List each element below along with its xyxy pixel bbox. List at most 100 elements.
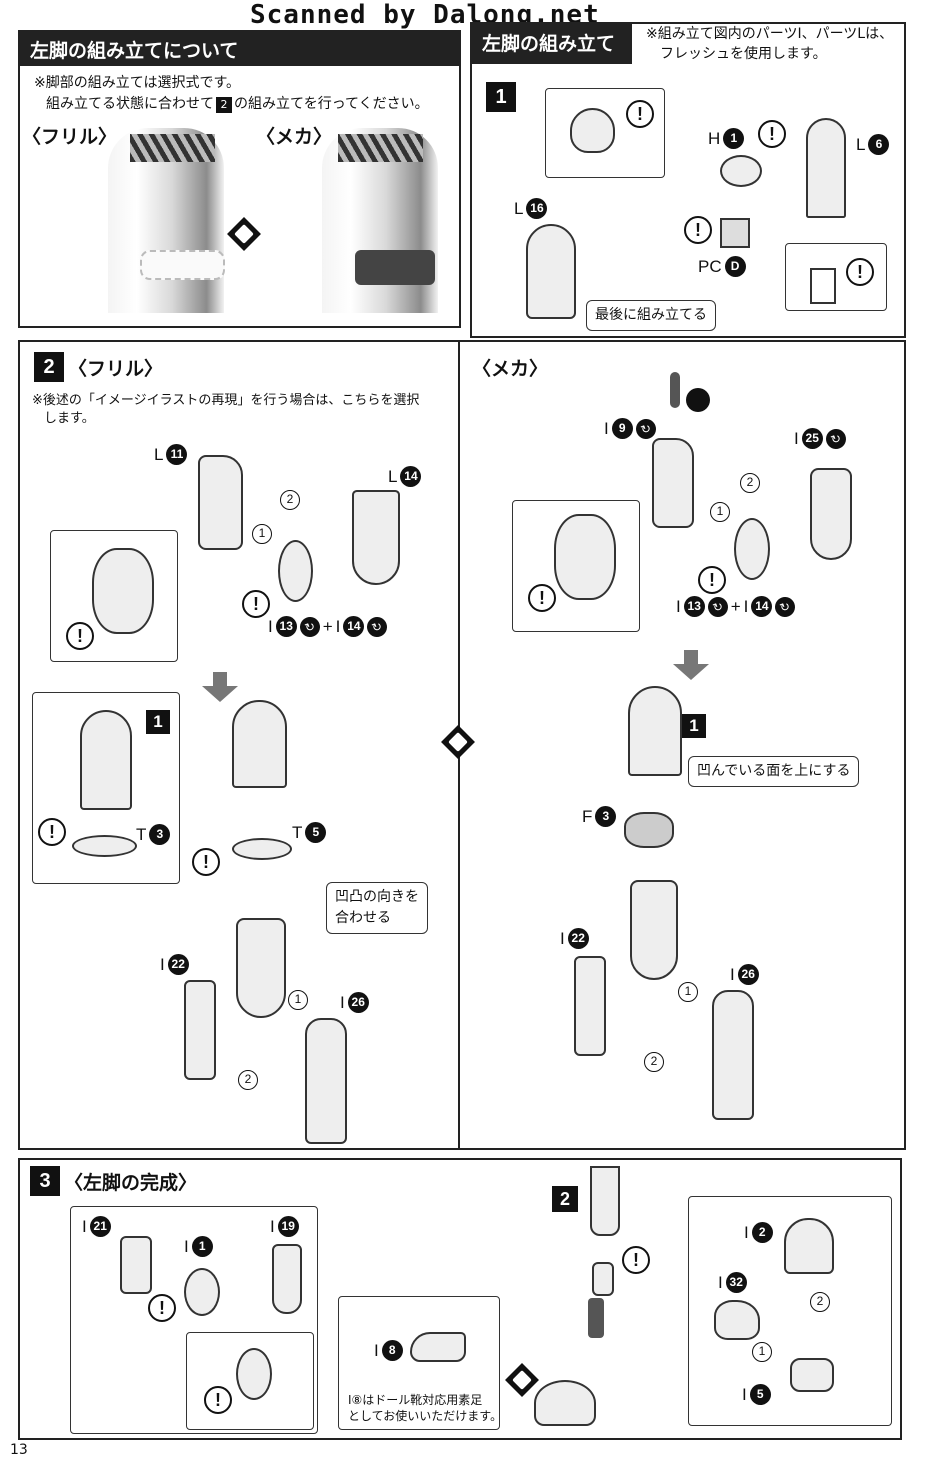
leg-assembly-note-1: ※組み立て図内のパーツI、パーツLは、 (646, 26, 894, 42)
part-t3-detail (72, 835, 137, 857)
step-2-frill-note-2: します。 (44, 411, 95, 426)
flow-arrow-down-icon (202, 686, 238, 702)
pin-detail-icon (686, 388, 710, 412)
warning-icon: ! (148, 1294, 176, 1322)
frill-sock-top (232, 700, 287, 788)
leg-option-header: 左脚の組み立てについて (20, 32, 459, 66)
barefoot-inset (338, 1296, 500, 1430)
frill-sock-detail (80, 710, 132, 810)
flow-arrow-stem (213, 672, 227, 686)
warning-icon: ! (758, 120, 786, 148)
part-l16 (526, 224, 576, 319)
warning-icon: ! (242, 590, 270, 618)
cw-icon: ↻ (632, 415, 659, 442)
recessed-side-up-callout: 凹んでいる面を上にする (688, 756, 860, 787)
barefoot-note-2: としてお使いいただけます。 (348, 1409, 503, 1423)
cw-icon: ↻ (364, 613, 391, 640)
barefoot-note-1: I⑧はドール靴対応用素足 (348, 1393, 483, 1407)
option-mecha-label: 〈メカ〉 (256, 126, 333, 148)
part-i19 (272, 1244, 302, 1314)
part-l6 (806, 118, 846, 218)
mecha-joint-detail (554, 514, 616, 600)
warning-icon: ! (698, 566, 726, 594)
mecha-band (355, 250, 435, 285)
warning-icon: ! (38, 818, 66, 846)
step-2-frill-note-1: ※後述の「イメージイラストの再現」を行う場合は、こちらを選択 (32, 393, 420, 408)
leg-assembly-shin (590, 1166, 620, 1236)
order-1-marker: 1 (252, 524, 272, 544)
option-frill-label: 〈フリル〉 (22, 126, 118, 148)
part-i13-i14 (278, 540, 313, 602)
part-i9 (652, 438, 694, 528)
part-i5 (790, 1358, 834, 1392)
leg-option-note-1: ※脚部の組み立ては選択式です。 (34, 75, 241, 91)
flow-arrow-down-icon (673, 664, 709, 680)
mecha-thigh (630, 880, 678, 980)
part-i1 (184, 1268, 220, 1316)
pin-part (670, 372, 680, 408)
part-i8 (410, 1332, 466, 1362)
part-i21 (120, 1236, 152, 1294)
order-1-marker: 1 (678, 982, 698, 1002)
warning-icon: ! (846, 258, 874, 286)
ankle-joint-dark (588, 1298, 604, 1338)
mecha-inset-step: 1 (682, 714, 706, 738)
pcd-detail-part (810, 268, 836, 304)
cw-icon: ↻ (822, 425, 849, 452)
cw-icon: ↻ (704, 593, 731, 620)
warning-icon: ! (66, 622, 94, 650)
frill-inset-step: 1 (146, 710, 170, 734)
warning-icon: ! (622, 1246, 650, 1274)
order-2-marker: 2 (740, 473, 760, 493)
mecha-garter (338, 134, 423, 162)
align-bumps-callout: 凹凸の向きを合わせる (326, 882, 428, 934)
cw-icon: ↻ (772, 593, 799, 620)
part-h1 (720, 155, 762, 187)
order-2-marker: 2 (810, 1292, 830, 1312)
part-i26 (305, 1018, 347, 1144)
order-2-marker: 2 (280, 490, 300, 510)
part-i22 (184, 980, 216, 1080)
flow-arrow-stem (684, 650, 698, 664)
step-2-frill-title: 〈フリル〉 (68, 358, 164, 380)
warning-icon: ! (528, 584, 556, 612)
order-2-marker: 2 (238, 1070, 258, 1090)
leg-assembly-header: 左脚の組み立て (472, 24, 632, 64)
order-1-marker: 1 (288, 990, 308, 1010)
part-l14 (352, 490, 400, 585)
warning-icon: ! (626, 100, 654, 128)
frill-thigh (236, 918, 286, 1018)
h1-detail-part (570, 108, 615, 153)
step-2-mecha-title: 〈メカ〉 (472, 358, 549, 380)
part-pcd (720, 218, 750, 248)
cw-icon: ↻ (296, 613, 323, 640)
part-i26-mecha (712, 990, 754, 1120)
part-i32 (714, 1300, 760, 1340)
part-i2 (784, 1218, 834, 1274)
step-3-inset-step: 2 (552, 1186, 578, 1212)
part-l11 (198, 455, 243, 550)
part-t5 (232, 838, 292, 860)
page-number: 13 (10, 1442, 28, 1458)
leg-assembly-note-2: フレッシュを使用します。 (660, 46, 827, 62)
warning-icon: ! (684, 216, 712, 244)
part-i22-mecha (574, 956, 606, 1056)
